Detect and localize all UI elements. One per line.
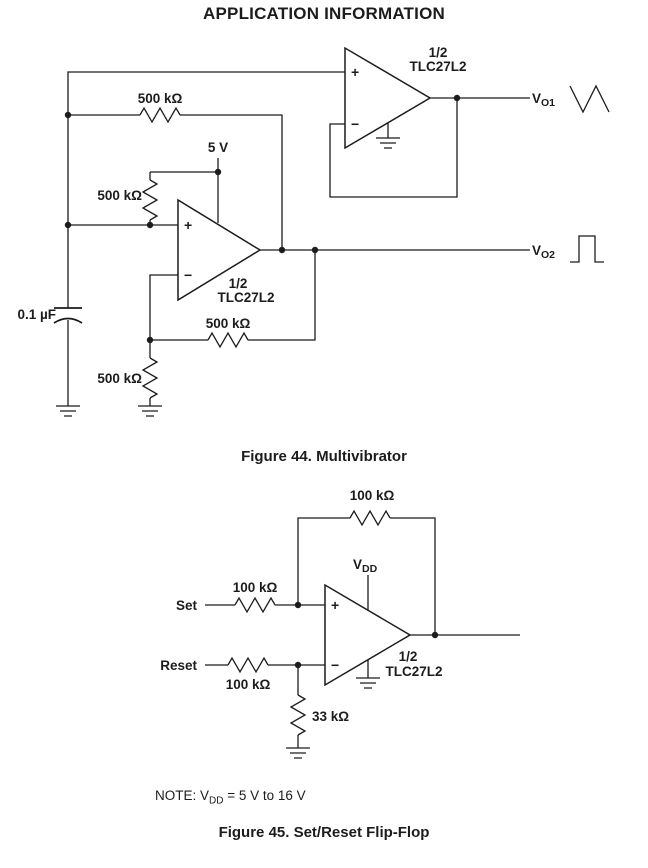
ground-icon: [285, 747, 311, 759]
vo2-sub: O2: [541, 249, 555, 261]
opamp1-part-label: TLC27L2: [409, 59, 466, 74]
opamp2-part-label: TLC27L2: [217, 290, 274, 305]
supply-5v-label: 5 V: [208, 140, 228, 155]
opamp-part-label: TLC27L2: [385, 664, 442, 679]
note-vdd-range: NOTE: VDD = 5 V to 16 V: [155, 788, 306, 807]
fig44-wires: [67, 71, 530, 406]
vo1-sub: O1: [541, 97, 555, 109]
fig45-wires: [205, 517, 520, 748]
ground-icon: [137, 405, 163, 417]
capacitor-symbol: [53, 307, 83, 324]
resistor-left-upper-label: 500 kΩ: [97, 188, 142, 203]
ground-icon: [375, 137, 401, 149]
opamp2-minus-sign: −: [184, 267, 192, 283]
resistor-feedback-label: 500 kΩ: [206, 316, 251, 331]
figure45-schematic: 100 kΩ 100 kΩ 100 kΩ 33 kΩ Set Reset VDD…: [160, 488, 520, 759]
resistor-left-lower-label: 500 kΩ: [97, 371, 142, 386]
junction-dots: [64, 94, 461, 344]
opamp-half-label: 1/2: [399, 649, 418, 664]
resistor-left-lower-500k: [142, 357, 158, 399]
opamp-minus-sign: −: [331, 657, 339, 673]
vo2-base: V: [532, 243, 541, 258]
figure44-schematic: 500 kΩ 5 V 500 kΩ 0.1 µF 500 kΩ 500 kΩ 1…: [17, 45, 610, 417]
vo1-label: VO1: [532, 91, 555, 109]
resistor-set-label: 100 kΩ: [233, 580, 278, 595]
resistor-feedback-label: 100 kΩ: [350, 488, 395, 503]
ground-icon: [355, 677, 381, 689]
capacitor-label: 0.1 µF: [17, 307, 56, 322]
vdd-base: V: [353, 557, 362, 572]
opamp-plus-sign: +: [331, 597, 339, 613]
resistor-left-upper-500k: [142, 179, 158, 221]
resistor-pulldown-33k: [290, 694, 306, 736]
page-title: APPLICATION INFORMATION: [203, 4, 445, 23]
opamp1-plus-sign: +: [351, 64, 359, 80]
note-sub: DD: [209, 795, 224, 807]
resistor-reset-label: 100 kΩ: [226, 677, 271, 692]
resistor-feedback-500k: [207, 332, 249, 348]
resistor-top-label: 500 kΩ: [138, 91, 183, 106]
resistor-reset-100k: [227, 657, 269, 673]
figure44-caption: Figure 44. Multivibrator: [241, 448, 407, 465]
resistor-top-500k: [139, 107, 181, 123]
triangle-wave-icon: [569, 84, 610, 114]
opamp-triangle: [324, 583, 412, 687]
opamp2-plus-sign: +: [184, 217, 192, 233]
resistor-pulldown-label: 33 kΩ: [312, 709, 349, 724]
vo2-label: VO2: [532, 243, 555, 261]
ground-icon: [55, 405, 81, 417]
note-prefix: NOTE: V: [155, 788, 210, 803]
resistor-feedback-100k: [349, 510, 391, 526]
note-suffix: = 5 V to 16 V: [223, 788, 306, 803]
figure45-caption: Figure 45. Set/Reset Flip-Flop: [218, 824, 430, 841]
opamp2-half-label: 1/2: [229, 276, 248, 291]
vdd-sub: DD: [362, 563, 378, 575]
opamp1-triangle: [344, 46, 432, 150]
reset-input-label: Reset: [160, 658, 197, 673]
vdd-label: VDD: [353, 557, 378, 575]
square-wave-icon: [570, 235, 604, 263]
opamp1-half-label: 1/2: [429, 45, 448, 60]
vo1-base: V: [532, 91, 541, 106]
resistor-set-100k: [234, 597, 276, 613]
opamp1-minus-sign: −: [351, 116, 359, 132]
opamp2-triangle: [177, 198, 262, 302]
junction-dots: [294, 601, 439, 669]
set-input-label: Set: [176, 598, 198, 613]
